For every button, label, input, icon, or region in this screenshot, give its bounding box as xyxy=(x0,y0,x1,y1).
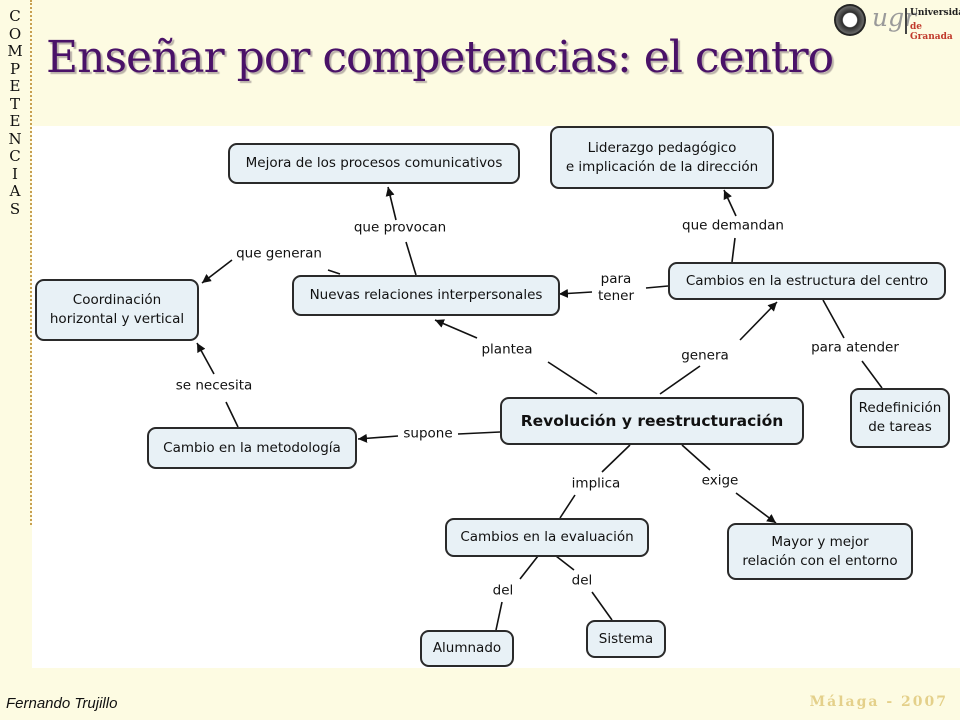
link-implica: implica xyxy=(571,475,621,492)
connector-quedemandan-liderazgo xyxy=(723,189,737,217)
sidebar-letter: C xyxy=(9,147,21,165)
node-nuevas-relaciones: Nuevas relaciones interpersonales xyxy=(292,275,560,316)
connector-estructura-quedemandan xyxy=(731,237,736,263)
logo-divider xyxy=(905,8,907,34)
concept-map-connectors xyxy=(196,186,883,631)
node-mayor-relacion: Mayor y mejor relación con el entorno xyxy=(727,523,913,580)
sidebar-letter: P xyxy=(9,59,21,78)
link-plantea: plantea xyxy=(481,341,533,358)
link-para-atender: para atender xyxy=(811,339,899,356)
connector-exige-mayor xyxy=(735,492,777,524)
sidebar-letter: I xyxy=(12,164,18,183)
connector-revolucion-exige xyxy=(681,444,711,471)
connector-estructura-paraatender xyxy=(822,299,845,339)
logo-line-2: de Granada xyxy=(910,22,953,42)
link-exige: exige xyxy=(701,472,739,489)
connector-del1-alumnado xyxy=(495,601,503,631)
university-logo: ugr Universidad de Granada xyxy=(832,2,960,42)
sidebar-letter: N xyxy=(8,129,22,148)
connector-revolucion-plantea xyxy=(547,361,598,395)
slide-title: Enseñar por competencias: el centro xyxy=(46,32,834,83)
sidebar-letter: E xyxy=(9,112,21,130)
connector-paratener-nuevas xyxy=(558,288,593,298)
node-sistema: Sistema xyxy=(586,620,666,658)
connector-revolucion-genera xyxy=(659,365,701,395)
connector-plantea-nuevas xyxy=(434,319,478,339)
node-redefinicion: Redefinición de tareas xyxy=(850,388,950,448)
node-metodologia: Cambio en la metodología xyxy=(147,427,357,469)
connector-evaluacion-del1 xyxy=(519,555,539,580)
logo-line-1: Universidad xyxy=(910,8,960,18)
link-que-provocan: que provocan xyxy=(353,219,447,236)
connector-genera-estructura xyxy=(739,301,778,341)
link-que-generan: que generan xyxy=(236,245,322,262)
link-genera: genera xyxy=(681,347,729,364)
node-revolucion: Revolución y reestructuración xyxy=(500,397,804,445)
link-que-demandan: que demandan xyxy=(682,217,784,234)
sidebar-letter: C xyxy=(9,7,21,25)
connector-revolucion-implica xyxy=(601,444,631,473)
connector-supone-metodologia xyxy=(357,433,399,443)
sidebar-letter: S xyxy=(9,199,21,218)
connector-queprovocan-mejora xyxy=(385,186,397,221)
logo-ugr-text: ugr xyxy=(872,3,917,32)
node-cambios-estructura: Cambios en la estructura del centro xyxy=(668,262,946,300)
sidebar-letter: E xyxy=(9,77,21,95)
concept-map: Mejora de los procesos comunicativos Lid… xyxy=(32,126,960,668)
footer-author: Fernando Trujillo xyxy=(6,695,118,712)
node-evaluacion: Cambios en la evaluación xyxy=(445,518,649,557)
connector-metodologia-senecesita xyxy=(225,401,239,428)
university-seal-icon xyxy=(834,4,866,36)
connector-senecesita-coordinacion xyxy=(196,342,215,375)
sidebar-letter: M xyxy=(7,42,23,60)
sidebar-letter: O xyxy=(8,24,22,43)
connector-evaluacion-del2 xyxy=(555,555,575,571)
node-alumnado: Alumnado xyxy=(420,630,514,667)
connector-revolucion-supone xyxy=(457,431,501,435)
connector-quegeneran-coordinacion xyxy=(201,259,233,284)
sidebar-letter: T xyxy=(9,94,20,113)
link-del-alumnado: del xyxy=(492,582,514,599)
link-supone: supone xyxy=(403,425,453,442)
sidebar-vertical-word: C O M P E T E N C I A S xyxy=(0,7,30,218)
node-mejora-procesos: Mejora de los procesos comunicativos xyxy=(228,143,520,184)
link-para-tener: para tener xyxy=(597,271,635,304)
connector-nuevas-quegeneran xyxy=(327,269,341,275)
link-del-sistema: del xyxy=(571,572,593,589)
connector-paraatender-redefinicion xyxy=(861,360,883,389)
connector-implica-evaluacion xyxy=(559,494,576,519)
node-liderazgo: Liderazgo pedagógico e implicación de la… xyxy=(550,126,774,189)
connector-del2-sistema xyxy=(591,591,613,621)
sidebar-letter: A xyxy=(9,182,21,200)
connector-estructura-paratener xyxy=(645,285,669,289)
node-coordinacion: Coordinación horizontal y vertical xyxy=(35,279,199,341)
connector-nuevas-queprovocan xyxy=(405,241,417,276)
footer-location-year: Málaga - 2007 xyxy=(809,694,948,710)
sidebar-divider xyxy=(30,0,32,525)
link-se-necesita: se necesita xyxy=(175,377,253,394)
